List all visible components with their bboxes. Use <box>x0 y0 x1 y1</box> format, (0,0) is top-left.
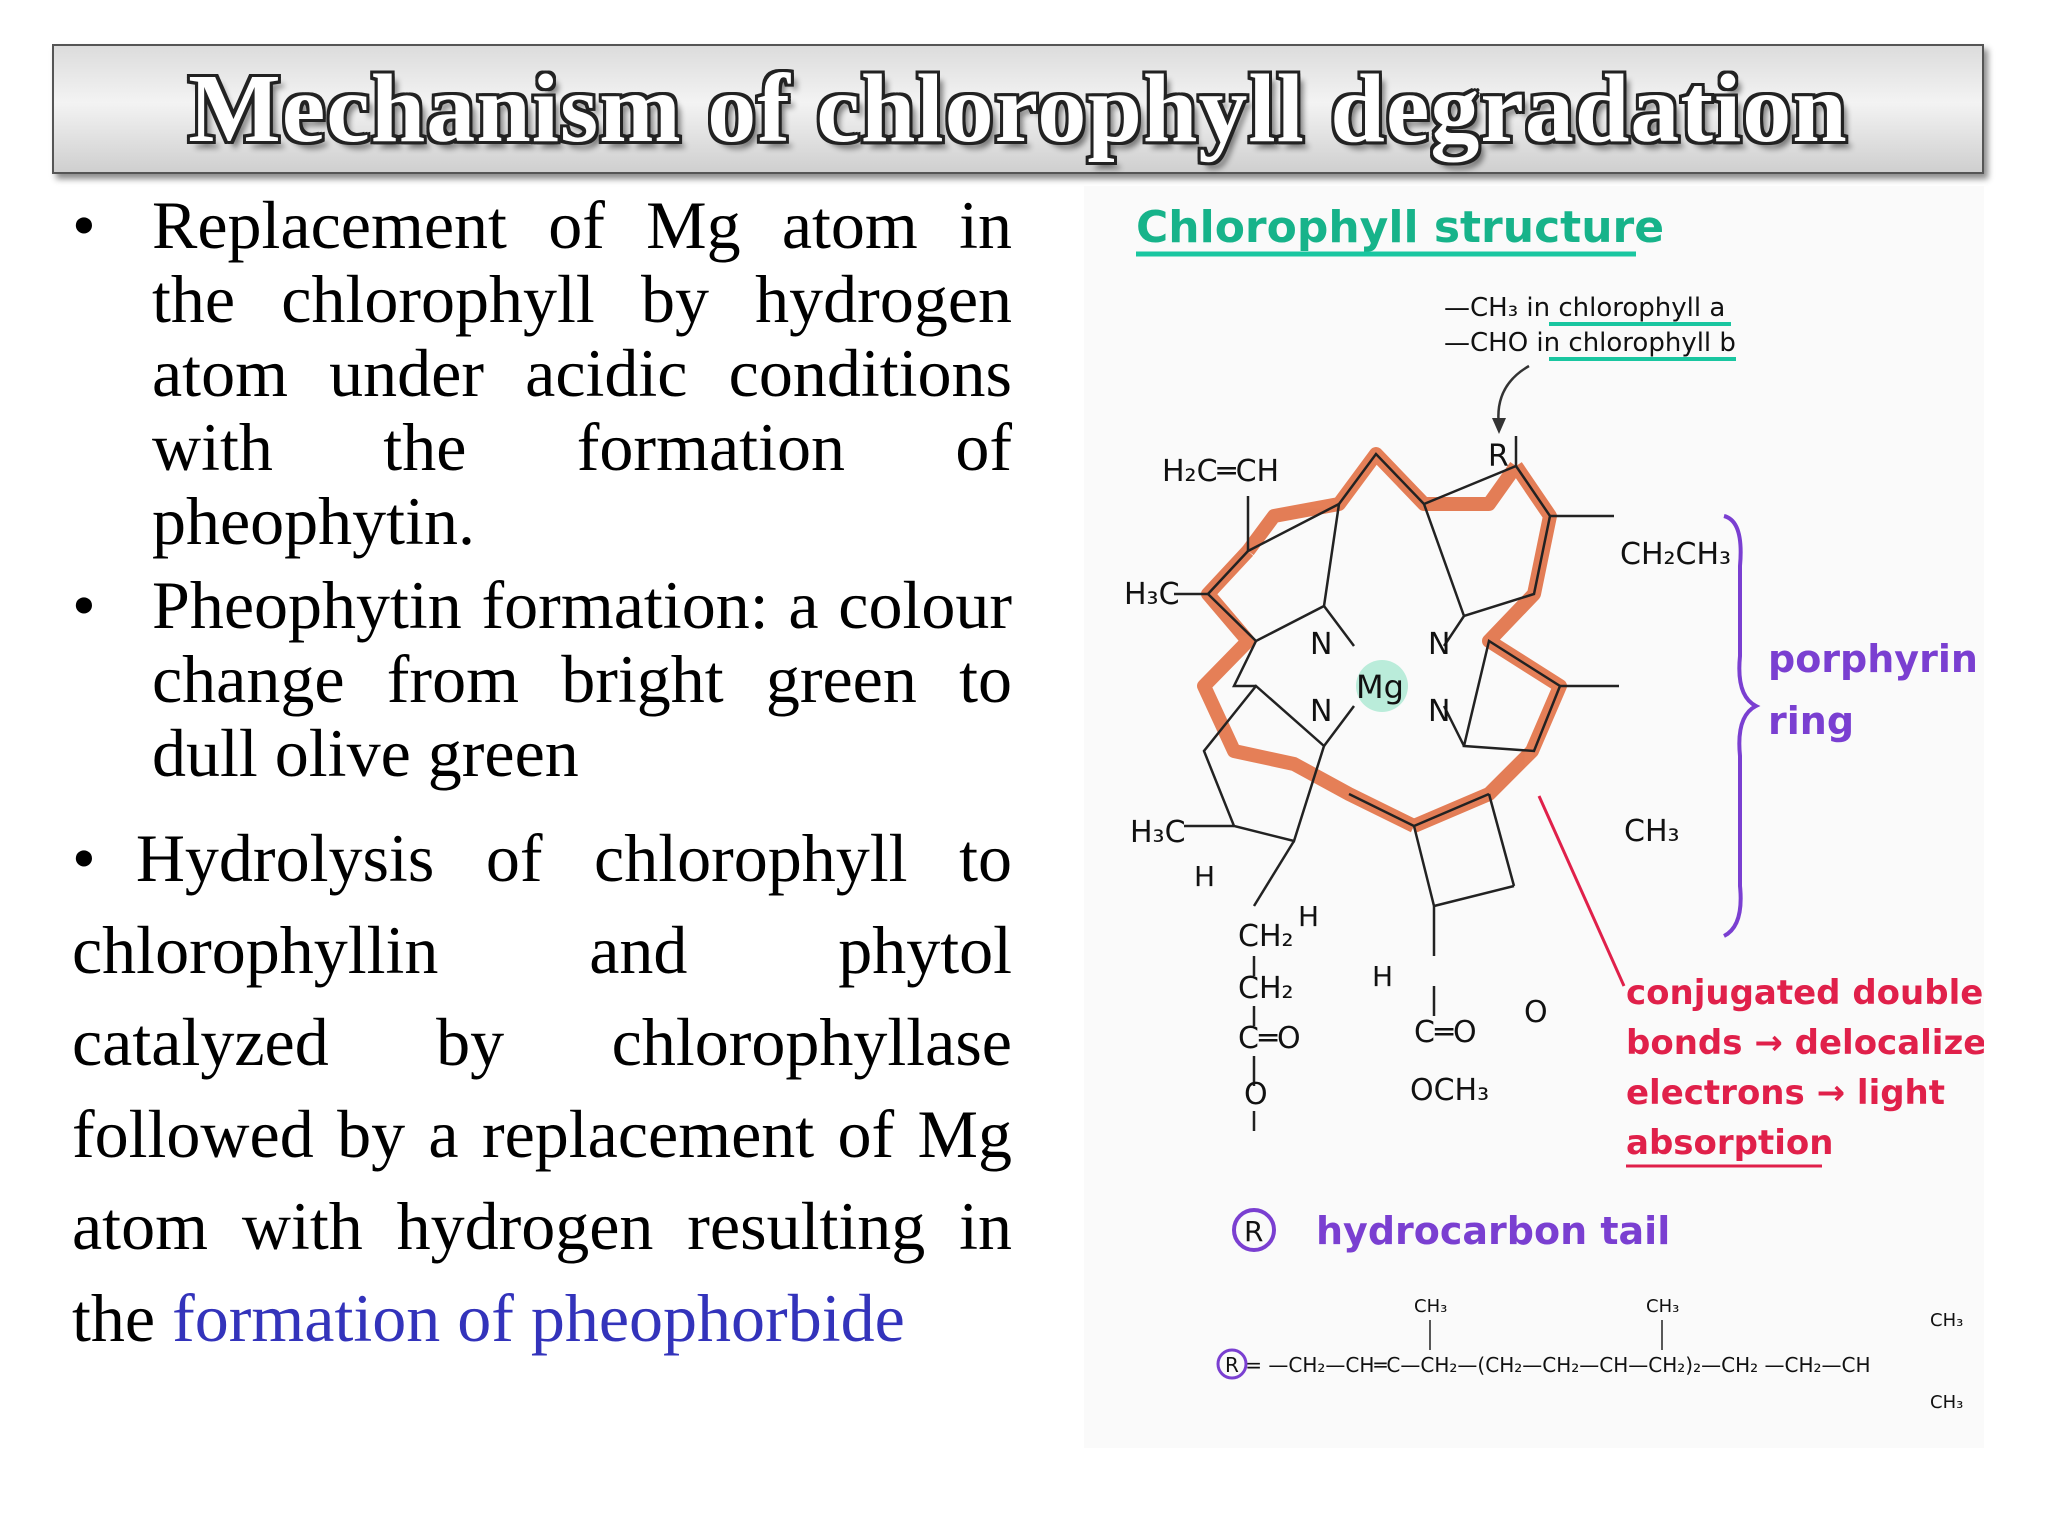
phytyl-ch3-2: CH₃ <box>1646 1296 1679 1317</box>
mg-highlight <box>1356 660 1408 712</box>
conjugated-line-1: conjugated double <box>1626 973 1983 1013</box>
tail-r: R <box>1244 1215 1263 1248</box>
phytyl-r-circle <box>1216 1348 1248 1380</box>
bullet-list: • Replacement of Mg atom in the chloroph… <box>72 188 1012 1364</box>
r-pointer-arrow <box>1497 364 1530 427</box>
h-ring5: H <box>1372 960 1393 993</box>
methyl-top-left: H₃C <box>1124 577 1180 612</box>
n2: N <box>1428 627 1450 662</box>
n4: N <box>1428 694 1450 729</box>
phytyl-formula: R = —CH₂—CH═C—CH₂—(CH₂—CH₂—CH—CH₂)₂—CH₂ … <box>1225 1353 1871 1377</box>
title-bar: Mechanism of chlorophyll degradation <box>52 44 1984 174</box>
phytyl-ch3-1: CH₃ <box>1414 1296 1447 1317</box>
vinyl-group: H₂C═CH <box>1162 454 1279 489</box>
methyl-bottom-left: H₃C <box>1130 815 1186 850</box>
porphyrin-skeleton <box>1174 436 1619 1131</box>
porphyrin-label: porphyrin <box>1768 637 1978 681</box>
r-label: R <box>1488 439 1509 474</box>
n1: N <box>1310 627 1332 662</box>
n3: N <box>1310 694 1332 729</box>
arrow-head <box>1492 418 1506 434</box>
slide-title: Mechanism of chlorophyll degradation <box>188 55 1848 163</box>
highlighted-text: formation of pheophorbide <box>172 1280 905 1356</box>
ch2-b: CH₂ <box>1238 971 1294 1006</box>
porphyrin-brace <box>1722 514 1761 938</box>
o-left: O <box>1244 1077 1268 1112</box>
o-ketone: O <box>1524 995 1548 1030</box>
co-right: C═O <box>1414 1015 1477 1050</box>
r-note-a: —CH₃ in chlorophyll a <box>1444 293 1725 323</box>
bullet-text: Pheophytin formation: a colour change fr… <box>152 567 1012 791</box>
h-left: H <box>1194 860 1215 893</box>
bullet-item-1: • Replacement of Mg atom in the chloroph… <box>72 188 1012 558</box>
ring-label: ring <box>1768 699 1854 743</box>
hydrocarbon-tail-label: hydrocarbon tail <box>1316 1209 1670 1253</box>
bullet-marker: • <box>72 820 96 896</box>
chlorophyll-structure-diagram: Chlorophyll structure —CH₃ in chlorophyl… <box>1084 186 2011 1448</box>
bullet-text: Replacement of Mg atom in the chlorophyl… <box>152 187 1012 559</box>
och3: OCH₃ <box>1410 1073 1489 1108</box>
mg-atom: Mg <box>1356 668 1404 706</box>
diagram-heading: Chlorophyll structure <box>1136 202 1664 253</box>
methyl-right: CH₃ <box>1624 814 1680 849</box>
bullet-item-3: •Hydrolysis of chlorophyll to chlorophyl… <box>72 812 1012 1364</box>
bullet-marker: • <box>72 567 96 643</box>
tail-r-circle <box>1232 1208 1276 1252</box>
conjugated-line-3: electrons → light <box>1626 1073 1945 1113</box>
conjugated-line-4: absorption <box>1626 1123 1833 1163</box>
bullet-text: Hydrolysis of chlorophyll to chlorophyll… <box>72 820 1012 1356</box>
conjugated-pointer <box>1537 795 1626 987</box>
conjugated-line-2: bonds → delocalized <box>1626 1023 1984 1063</box>
bullet-marker: • <box>72 187 96 263</box>
phytyl-ch3-3: CH₃ <box>1930 1310 1963 1331</box>
h-ch2: H <box>1298 900 1319 933</box>
ch2-a: CH₂ <box>1238 919 1294 954</box>
ethyl-group: CH₂CH₃ <box>1620 537 1731 572</box>
co-left: C═O <box>1238 1021 1301 1056</box>
phytyl-ch3-4: CH₃ <box>1930 1392 1963 1413</box>
bullet-item-2: • Pheophytin formation: a colour change … <box>72 568 1012 790</box>
r-note-b: —CHO in chlorophyll b <box>1444 328 1736 358</box>
